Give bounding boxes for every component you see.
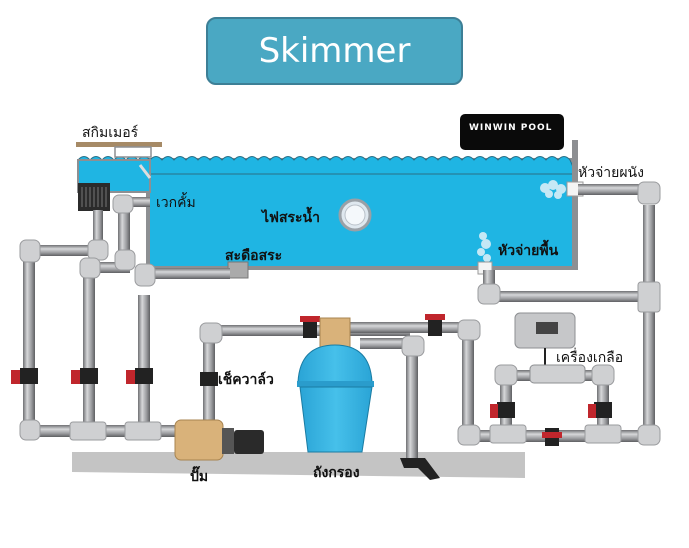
pump [174, 419, 264, 461]
label-filter-tank: ถังกรอง [313, 465, 360, 481]
floor-jet-bubbles [477, 232, 491, 262]
salt-cell [529, 364, 586, 384]
valve [71, 368, 98, 384]
skimmer-lid [76, 142, 162, 147]
valve [11, 368, 38, 384]
check-valve-body [200, 372, 218, 386]
valve [542, 428, 562, 446]
waste-drain [400, 458, 440, 480]
label-pump: ปั๊ม [190, 469, 209, 485]
valve [588, 402, 612, 418]
label-skimmer: สกิมเมอร์ [82, 125, 139, 141]
brand-logo-text: WINWIN POOL [469, 123, 553, 133]
title-text: Skimmer [258, 31, 411, 71]
wall-jet-bubbles [540, 180, 566, 199]
valve [300, 316, 320, 338]
valve [425, 314, 445, 336]
label-floor-inlet: หัวจ่ายพื้น [498, 243, 559, 259]
label-weir: เวกคั้ม [156, 195, 196, 211]
pipe-fittings [19, 181, 661, 446]
label-wall-inlet: หัวจ่ายผนัง [578, 165, 644, 181]
label-salt-chlorinator: เครื่องเกลือ [556, 350, 624, 366]
label-pool-cleaner: สะดือสระ [225, 248, 283, 264]
valve [490, 402, 515, 418]
water-surface-waves [77, 156, 577, 175]
valve [126, 368, 153, 384]
filter-tank [297, 317, 374, 453]
brand-logo: WINWIN POOL [460, 114, 564, 150]
valves [11, 314, 612, 446]
ground-slab [72, 452, 525, 478]
label-pool-light: ไฟสระน้ำ [262, 210, 320, 226]
label-check-valve: เช็ควาล์ว [218, 372, 274, 388]
title-box: Skimmer [206, 17, 463, 85]
pool [76, 140, 584, 279]
salt-chlorinator [514, 312, 586, 384]
weir-flap [138, 164, 152, 179]
